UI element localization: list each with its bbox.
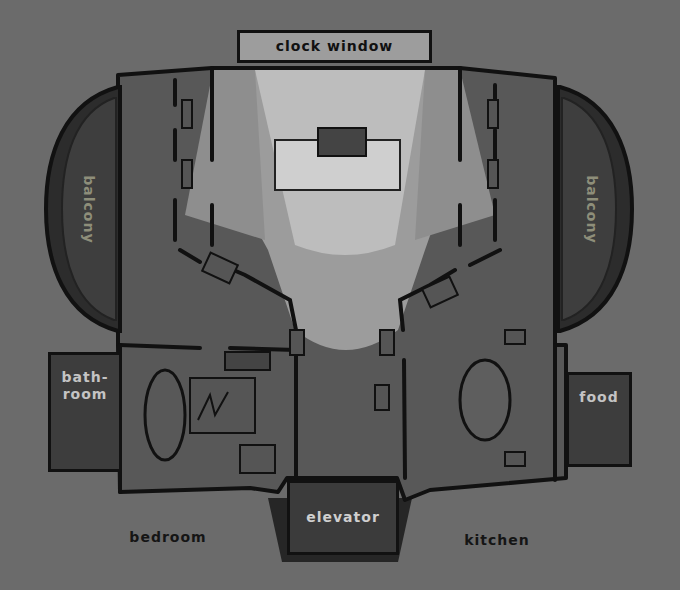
desk [190,378,255,433]
shelf [225,352,270,370]
balcony-floor [562,98,616,320]
chair [240,445,275,473]
room-name: balcony [80,175,97,243]
balcony-area: balcony [556,84,636,334]
balcony-floor [62,98,116,320]
light-beam [185,70,265,240]
room-name: balcony [583,175,600,243]
window-box: clock window [237,30,432,63]
room-name: elevator [306,509,380,526]
balcony-rail [46,87,120,331]
walls [120,68,555,492]
room-name: food [579,389,618,406]
room-box: food [566,372,632,467]
chairs [182,100,525,466]
balcony-rail [558,87,632,331]
room-label: bedroom [129,529,206,545]
elevator-box: elevator [287,480,399,555]
clock-device [318,128,366,156]
bed [145,370,185,460]
light-beam [415,70,495,240]
balcony-area: balcony [42,84,122,334]
floor [118,68,566,500]
room-name: clock window [276,38,393,55]
desk-drawing [198,392,228,420]
dining-table [460,360,510,440]
room-box: bath- room [48,352,122,472]
room-label: kitchen [464,532,530,548]
room-name: bath- room [55,369,115,403]
light-beam [255,70,425,255]
